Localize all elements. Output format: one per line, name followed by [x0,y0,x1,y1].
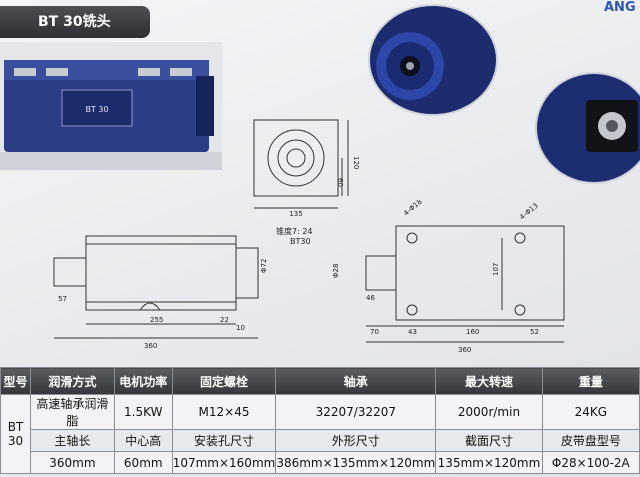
table-cell: Φ28×100-2A [541,451,640,474]
table-cell: 皮带盘型号 [541,429,640,452]
dim-top-360: 360 [458,346,471,354]
spec-table: 型号 润滑方式 电机功率 固定螺栓 轴承 最大转速 重量 BT 30 高速轴承润… [0,367,640,474]
table-cell: 24KG [541,394,640,430]
table-row: 360mm 60mm 107mm×160mm 386mm×135mm×120mm… [1,451,640,474]
dim-top-160: 160 [466,328,479,336]
table-cell: 截面尺寸 [435,429,543,452]
dim-top-70: 70 [370,328,379,336]
table-cell: 外形尺寸 [275,429,437,452]
table-header-cell: 型号 [0,367,31,395]
dim-side-57: 57 [58,295,67,303]
dim-top-hole-1: 4-Φ18 [402,200,424,218]
dim-top-107: 107 [492,263,500,276]
table-cell: 安装孔尺寸 [171,429,277,452]
dim-side-10: 10 [236,324,245,332]
side-view-drawing: Φ72 57 255 22 10 360 [53,235,268,350]
front-view-drawing: 135 120 60 [253,119,360,218]
spindle-photo [535,72,640,184]
table-cell: 60mm [113,451,173,474]
dim-top-43: 43 [408,328,417,336]
dim-side-phi72: Φ72 [260,259,268,273]
dim-top-phi28: Φ28 [332,264,340,278]
table-cell: 中心高 [113,429,173,452]
table-cell: 1.5KW [113,394,173,430]
dim-top-hole-2: 4-Φ13 [518,202,540,222]
table-header-cell: 固定螺栓 [171,367,277,395]
table-cell: 386mm×135mm×120mm [275,451,437,474]
table-cell: M12×45 [171,394,277,430]
table-header-cell: 电机功率 [113,367,173,395]
dim-front-center: 60 [336,178,344,187]
table-header-cell: 最大转速 [435,367,543,395]
top-view-drawing: 4-Φ18 4-Φ13 Φ28 107 46 70 43 160 52 360 [332,200,565,354]
taper-label: 锥度7: 24 BT30 [276,227,313,247]
table-row: BT 30 高速轴承润滑脂 1.5KW M12×45 32207/32207 2… [0,394,640,474]
pulley-photo [368,4,498,116]
page-title: BT 30铣头 [0,6,150,38]
table-cell: 高速轴承润滑脂 [29,394,115,430]
table-header-row: 型号 润滑方式 电机功率 固定螺栓 轴承 最大转速 重量 [0,367,640,395]
dim-front-width: 135 [289,210,302,218]
table-header-cell: 轴承 [275,367,437,395]
table-cell: 135mm×120mm [435,451,543,474]
dim-front-height: 120 [352,156,360,169]
dim-side-22: 22 [220,316,229,324]
table-header-cell: 重量 [541,367,640,395]
taper-label-line2: BT30 [290,237,311,246]
dim-side-255: 255 [150,316,163,324]
table-model-cell: BT 30 [0,394,31,474]
dim-side-360: 360 [144,342,157,350]
table-cell: 360mm [29,451,115,474]
brand-fragment: ANG [604,0,636,15]
table-row: 主轴长 中心高 安装孔尺寸 外形尺寸 截面尺寸 皮带盘型号 [1,429,640,452]
table-cell: 107mm×160mm [171,451,277,474]
table-cell: 32207/32207 [275,394,437,430]
taper-label-line1: 锥度7: 24 [276,227,313,236]
table-header-cell: 润滑方式 [29,367,115,395]
nameplate-text: BT 30 [85,105,108,114]
table-cell: 主轴长 [29,429,115,452]
table-cell: 2000r/min [435,394,543,430]
dim-top-46: 46 [366,294,375,302]
product-photo: BT 30 [0,42,222,170]
dim-top-52: 52 [530,328,539,336]
